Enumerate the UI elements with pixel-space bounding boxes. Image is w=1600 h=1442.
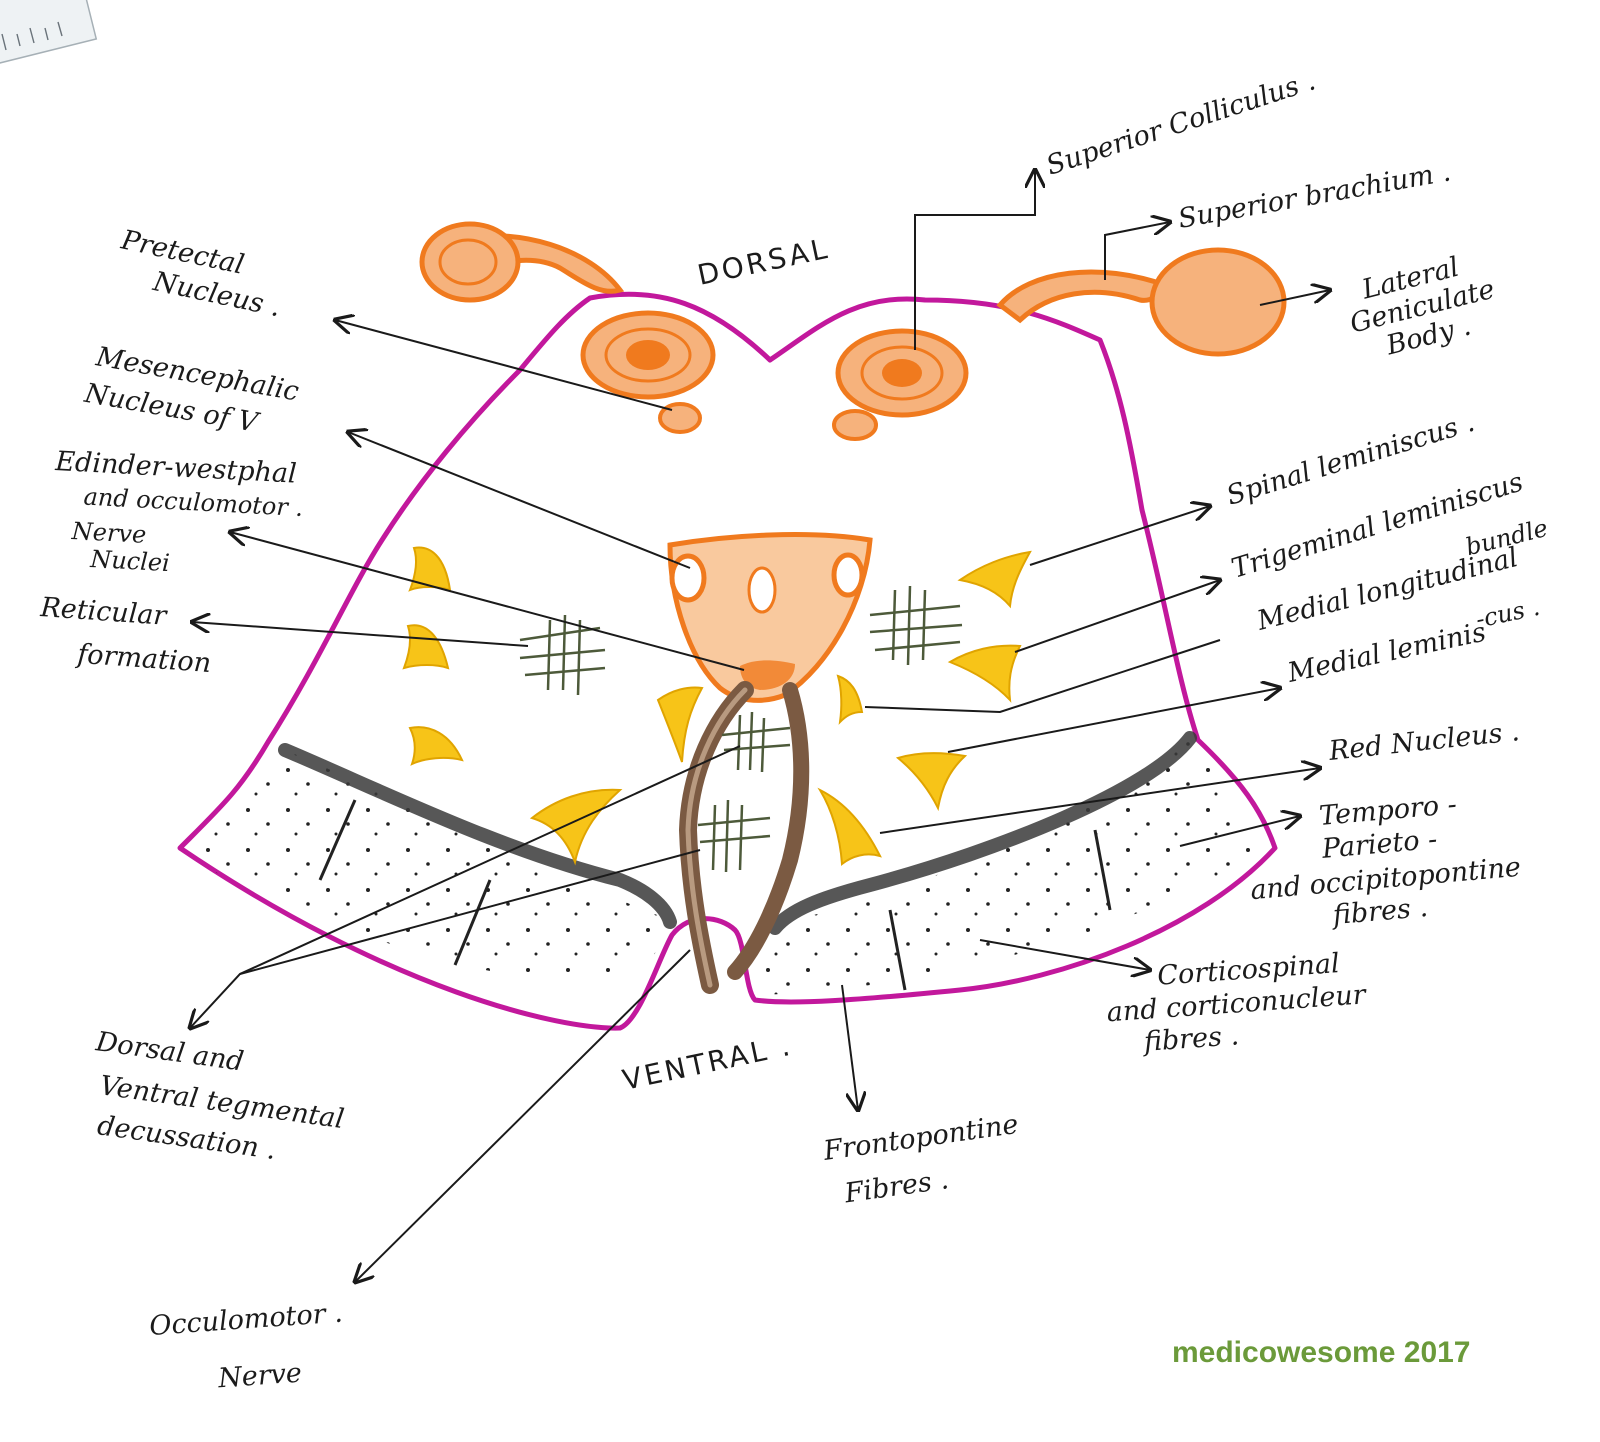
label-temporo-parieto-occipitopontine: Temporo - Parieto - and occipitopontine … xyxy=(1249,789,1522,931)
superior-brachium xyxy=(996,269,1169,324)
left-pretectal-brachium xyxy=(419,221,625,303)
ruler-corner xyxy=(0,0,98,67)
watermark: medicowesome 2017 xyxy=(1172,1336,1471,1369)
svg-text:Reticular: Reticular xyxy=(39,592,170,632)
label-lateral-geniculate-body: Lateral Geniculate Body . xyxy=(1347,252,1498,362)
label-corticospinal-fibres: Corticospinal and corticonucleur fibres … xyxy=(1106,948,1369,1058)
svg-text:Temporo -: Temporo - xyxy=(1318,789,1458,832)
left-pretectal-nucleus xyxy=(658,402,702,434)
right-crus-cerebri xyxy=(760,731,1262,995)
label-superior-brachium: Superior brachium . xyxy=(1176,156,1453,234)
label-frontopontine-fibres: Frontopontine Fibres . xyxy=(821,1109,1021,1210)
label-superior-colliculus: Superior Colliculus . xyxy=(1043,65,1320,181)
oculomotor-nucleus-complex xyxy=(667,532,873,703)
svg-text:fibres .: fibres . xyxy=(1141,1020,1240,1058)
right-pretectal-nucleus xyxy=(832,409,878,441)
pointer-lines xyxy=(190,170,1330,1282)
svg-text:Nerve: Nerve xyxy=(216,1358,303,1395)
ventral-label: VENTRAL . xyxy=(620,1029,796,1097)
lemniscus-marks xyxy=(402,546,1032,866)
left-crus-cerebri xyxy=(190,743,677,980)
dorsal-label: DORSAL xyxy=(695,232,833,292)
right-superior-colliculus xyxy=(835,328,969,418)
svg-text:-cus .: -cus . xyxy=(1473,593,1542,634)
left-superior-colliculus xyxy=(580,310,716,400)
label-edinger-westphal: Edinder-westphal and occulomotor . Nerve… xyxy=(54,446,304,577)
svg-text:and occulomotor .: and occulomotor . xyxy=(83,483,304,522)
lateral-geniculate-body xyxy=(1149,247,1287,357)
label-tegmental-decussation: Dorsal and Ventral tegmental decussation… xyxy=(93,1026,346,1166)
label-oculomotor-nerve: Occulomotor . Nerve xyxy=(148,1298,343,1395)
svg-text:Nerve: Nerve xyxy=(70,517,147,549)
svg-text:Frontopontine: Frontopontine xyxy=(821,1109,1021,1167)
label-reticular-formation: Reticular formation xyxy=(39,592,213,679)
label-red-nucleus: Red Nucleus . xyxy=(1326,716,1521,767)
cerebral-aqueduct xyxy=(747,566,777,614)
midbrain-outline xyxy=(177,291,1278,1031)
svg-text:Medial leminis: Medial leminis xyxy=(1284,617,1489,689)
label-pretectal-nucleus: Pretectal Nucleus . xyxy=(118,224,284,323)
svg-text:Nuclei: Nuclei xyxy=(89,545,171,577)
svg-text:formation: formation xyxy=(74,639,212,679)
svg-text:Occulomotor .: Occulomotor . xyxy=(148,1298,343,1342)
svg-text:Dorsal and: Dorsal and xyxy=(93,1026,246,1078)
label-mesencephalic-nucleus: Mesencephalic Nucleus of V xyxy=(81,341,301,439)
oculomotor-nerve-fibres xyxy=(678,681,810,994)
svg-text:Fibres .: Fibres . xyxy=(842,1164,951,1209)
reticular-formation-marks xyxy=(519,585,963,873)
